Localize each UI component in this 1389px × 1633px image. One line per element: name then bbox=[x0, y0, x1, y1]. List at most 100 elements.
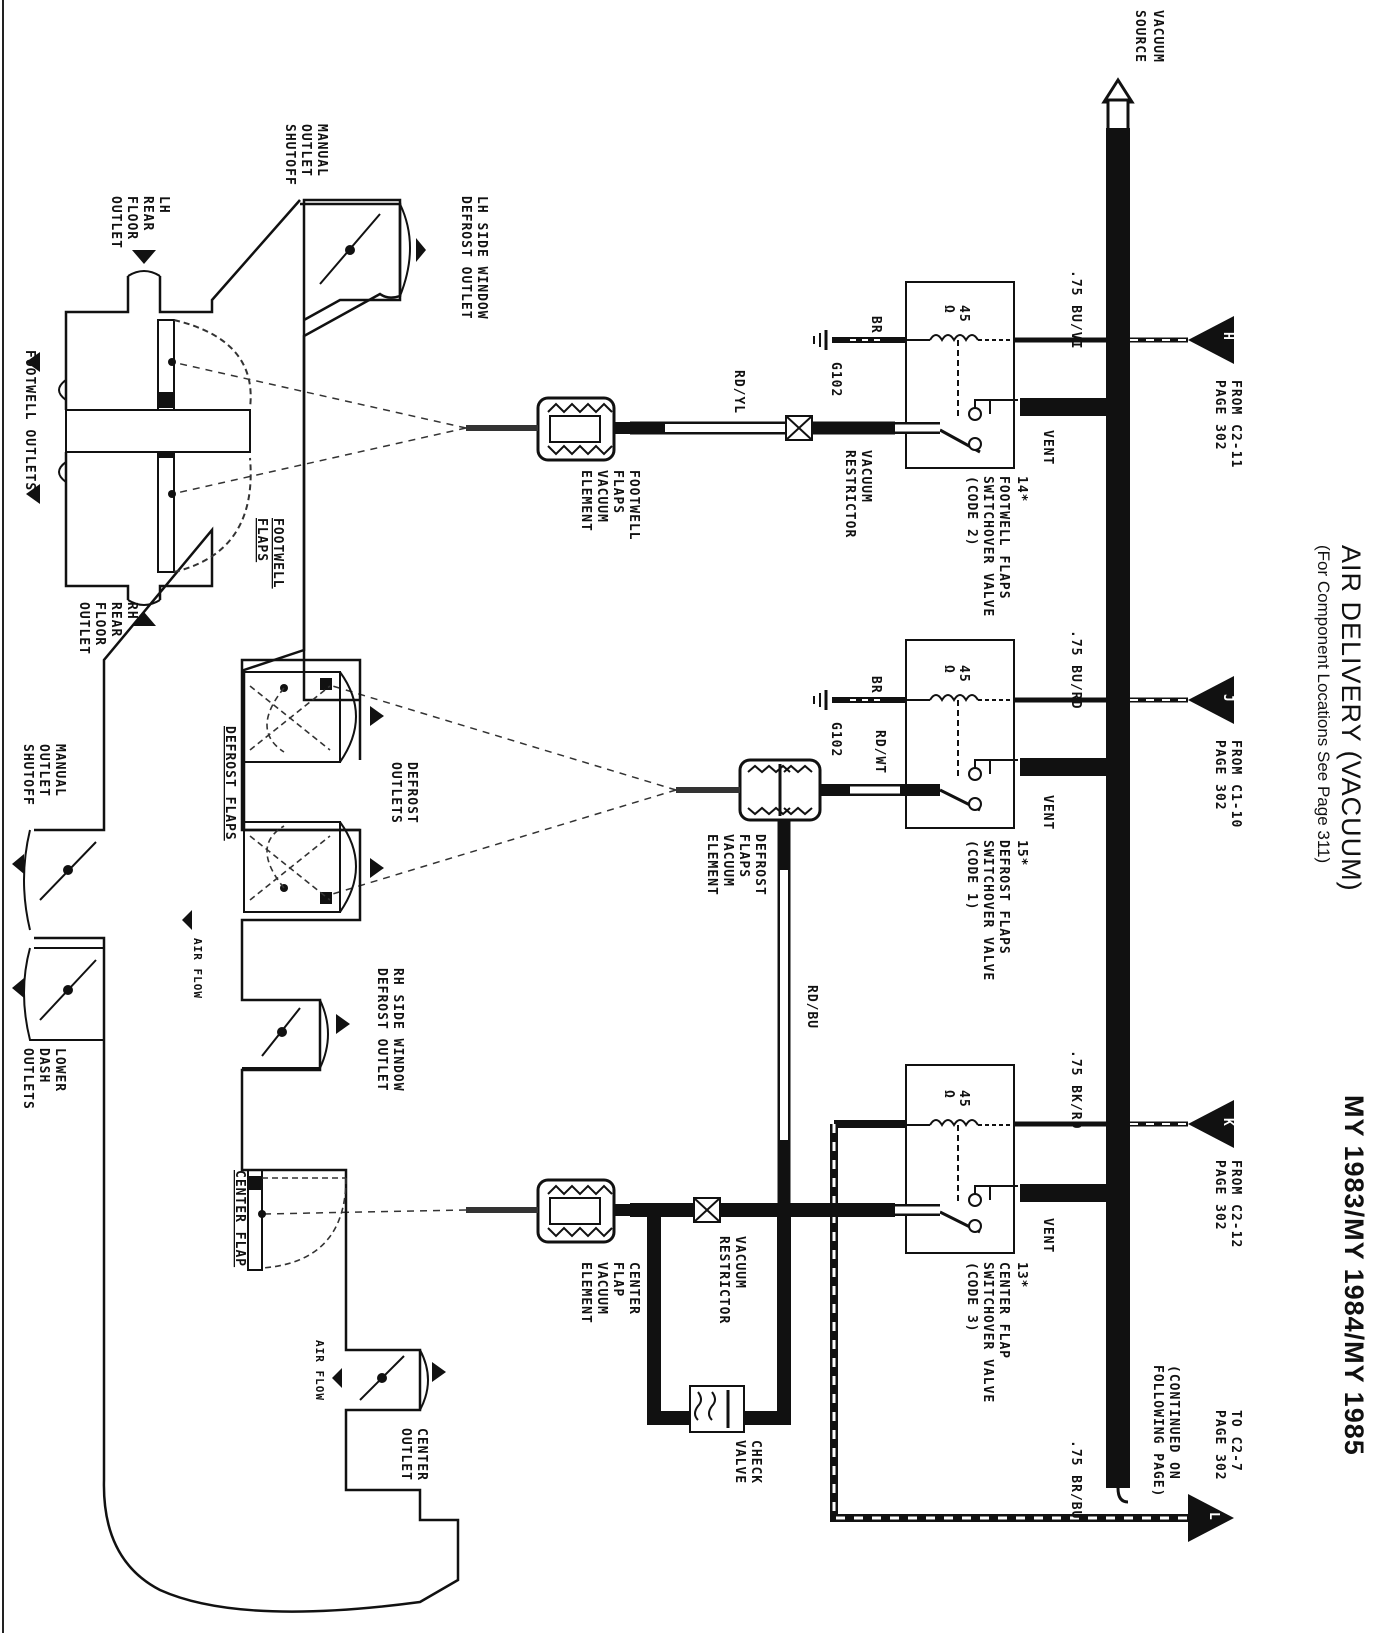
valve-number: 13* bbox=[1014, 1262, 1029, 1288]
ohm-symbol: Ω bbox=[941, 1090, 956, 1099]
outlet-arrow-icon bbox=[26, 484, 40, 504]
element-label-3: VACUUM bbox=[720, 834, 735, 887]
footwell-vacuum-element: FOOTWELL FLAPS VACUUM ELEMENT bbox=[466, 396, 641, 541]
footwell-hose: RD/YL VACUUM RESTRICTOR bbox=[630, 370, 895, 538]
lh-rear-floor-label: LH bbox=[156, 196, 171, 214]
rh-rear-floor-label-3: FLOOR bbox=[92, 602, 107, 646]
outlet-shutoffs bbox=[23, 203, 429, 1411]
ground-defrost: BR G102 bbox=[813, 676, 906, 757]
valve-name: DEFROST FLAPS bbox=[996, 840, 1011, 955]
outlet-arrow-icon bbox=[336, 1014, 350, 1034]
continued-note-2: FOLLOWING PAGE) bbox=[1150, 1365, 1165, 1497]
hose-color-label: RD/BU bbox=[804, 985, 819, 1029]
valve-number: 14* bbox=[1014, 476, 1029, 502]
restrictor-label-2: RESTRICTOR bbox=[716, 1236, 731, 1324]
outlet-arrow-icon bbox=[132, 612, 156, 626]
lh-rear-floor-label-3: FLOOR bbox=[124, 196, 139, 240]
footwell-flaps-label-2: FLAPS bbox=[254, 518, 269, 562]
valve-name-2: SWITCHOVER VALVE bbox=[980, 476, 995, 617]
ground-footwell: BR G102 bbox=[813, 316, 906, 397]
lh-rear-floor-label-4: OUTLET bbox=[108, 196, 123, 249]
element-label-4: ELEMENT bbox=[578, 470, 593, 532]
element-label-3: VACUUM bbox=[594, 470, 609, 523]
valve-box bbox=[905, 1064, 1015, 1254]
footwell-outlets-label: FOOTWELL OUTLETS bbox=[22, 350, 37, 491]
manual-shutoff-label-3: SHUTOFF bbox=[20, 744, 35, 806]
vent-label: VENT bbox=[1040, 430, 1055, 465]
lh-side-window-label: LH SIDE WINDOW bbox=[474, 196, 489, 320]
connector-j: J FROM C1-10 PAGE 302 .75 BU/RD bbox=[1014, 630, 1243, 828]
center-outlet-label: CENTER bbox=[414, 1428, 429, 1481]
wire-label: .75 BK/RD bbox=[1068, 1050, 1083, 1129]
connector-j-icon bbox=[1188, 676, 1234, 724]
wire-label: .75 BU/RD bbox=[1068, 630, 1083, 709]
outlet-arrow-icon bbox=[132, 250, 156, 264]
check-valve-icon bbox=[689, 1385, 745, 1433]
outlet-arrow-icon bbox=[12, 978, 24, 998]
rh-rear-floor-label-2: REAR bbox=[108, 602, 123, 637]
element-label-2: FLAPS bbox=[736, 834, 751, 878]
outlet-arrow-icon bbox=[432, 1362, 446, 1382]
ground-label: G102 bbox=[828, 362, 843, 397]
defrost-flaps-label: DEFROST FLAPS bbox=[222, 726, 237, 841]
vacuum-source: VACUUM SOURCE bbox=[1101, 10, 1165, 1504]
defrost-hose: RD/WT RD/BU bbox=[777, 730, 940, 1210]
air-flow-label: AIR FLOW bbox=[191, 938, 204, 999]
lower-dash-label-3: OUTLETS bbox=[20, 1048, 35, 1110]
ohm-symbol: Ω bbox=[941, 305, 956, 314]
title-block: AIR DELIVERY (VACUUM) (For Component Loc… bbox=[1314, 545, 1369, 1456]
element-label-2: FLAP bbox=[610, 1262, 625, 1297]
resistance-value: 45 bbox=[956, 665, 971, 683]
center-hose: VACUUM RESTRICTOR CHECK VALVE bbox=[630, 1197, 895, 1484]
duct-outline bbox=[242, 202, 402, 832]
check-valve-label-2: VALVE bbox=[732, 1440, 747, 1484]
defrost-switchover-valve: 45 Ω VENT 15* DEFROST FLAPS SWITCHOVER V… bbox=[905, 639, 1118, 981]
resistance-value: 45 bbox=[956, 1090, 971, 1108]
valve-code: (CODE 3) bbox=[964, 1262, 979, 1333]
center-flap-diagram bbox=[247, 1169, 347, 1271]
connector-l: L TO C2-7 PAGE 302 (CONTINUED ON FOLLOWI… bbox=[830, 1120, 1243, 1542]
restrictor-label-2: RESTRICTOR bbox=[842, 450, 857, 538]
lh-rear-floor-label-2: REAR bbox=[140, 196, 155, 231]
lh-side-window-label-2: DEFROST OUTLET bbox=[458, 196, 473, 320]
connector-from: FROM C2-11 bbox=[1228, 380, 1243, 468]
manual-shutoff-label: MANUAL bbox=[52, 744, 67, 797]
connector-to: TO C2-7 bbox=[1228, 1410, 1243, 1472]
diagram-title: AIR DELIVERY (VACUUM) bbox=[1336, 545, 1366, 892]
defrost-outlets-label-2: OUTLETS bbox=[388, 762, 403, 824]
air-duct-housing bbox=[34, 198, 460, 1613]
valve-name-2: SWITCHOVER VALVE bbox=[980, 1262, 995, 1403]
outlet-arrow-icon bbox=[370, 706, 384, 726]
connector-page: PAGE 302 bbox=[1212, 1160, 1227, 1231]
rh-rear-floor-label-4: OUTLET bbox=[76, 602, 91, 655]
valve-code: (CODE 2) bbox=[964, 476, 979, 547]
outlet-arrows bbox=[12, 238, 446, 1388]
diagram-subtitle: (For Component Locations See Page 311) bbox=[1314, 545, 1333, 863]
vacuum-source-label-1: VACUUM bbox=[1150, 10, 1165, 63]
connector-k: K FROM C2-12 PAGE 302 .75 BK/RD bbox=[1014, 1050, 1243, 1248]
outlet-arrow-icon bbox=[12, 854, 24, 874]
valve-name: FOOTWELL FLAPS bbox=[996, 476, 1011, 600]
outlet-arrow-icon bbox=[26, 352, 40, 372]
connector-letter: J bbox=[1220, 694, 1235, 703]
center-switchover-valve: 45 Ω VENT 13* CENTER FLAP SWITCHOVER VAL… bbox=[895, 1064, 1118, 1403]
air-flow-arrow-icon bbox=[332, 1368, 342, 1388]
manual-shutoff-label-2: OUTLET bbox=[36, 744, 51, 797]
resistance-value: 45 bbox=[956, 305, 971, 323]
hose-color-label: RD/YL bbox=[731, 370, 746, 414]
manual-shutoff-label: MANUAL bbox=[314, 124, 329, 177]
air-flow-label: AIR FLOW bbox=[313, 1340, 326, 1401]
valve-box bbox=[905, 281, 1015, 469]
element-label-2: FLAPS bbox=[610, 470, 625, 514]
valve-name: CENTER FLAP bbox=[996, 1262, 1011, 1359]
footwell-flaps-diagram bbox=[58, 270, 252, 606]
vent-label: VENT bbox=[1040, 1218, 1055, 1253]
wire-label: .75 BR/BU bbox=[1068, 1440, 1083, 1519]
hose-color-label: RD/WT bbox=[872, 730, 887, 774]
ground-label: G102 bbox=[828, 722, 843, 757]
outlet-arrow-icon bbox=[416, 238, 426, 262]
check-valve-label: CHECK bbox=[748, 1440, 763, 1484]
rh-side-window-label-2: DEFROST OUTLET bbox=[374, 968, 389, 1092]
restrictor-label: VACUUM bbox=[732, 1236, 747, 1289]
